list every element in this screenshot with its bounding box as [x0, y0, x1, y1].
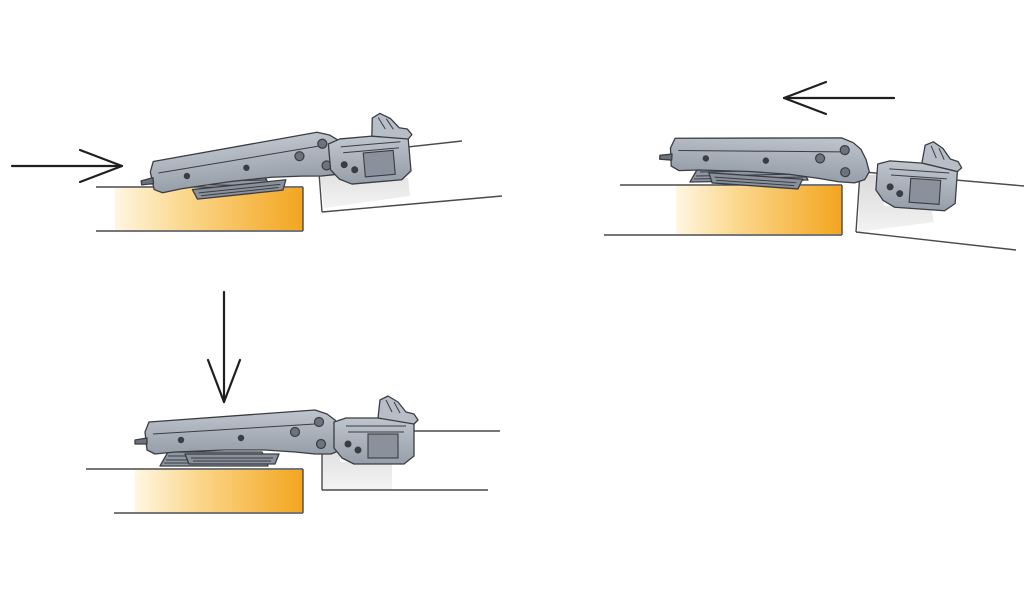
arrow-down-icon — [206, 290, 242, 404]
cabinet-side-panel — [115, 188, 303, 230]
hinge-cup — [325, 110, 417, 187]
hinge-cup — [874, 137, 964, 213]
panel-step-3 — [604, 80, 1025, 251]
hinge-arm — [657, 124, 873, 195]
arrow-right-icon — [10, 148, 124, 184]
arrow-left-icon — [782, 80, 896, 116]
cabinet-side-panel — [676, 186, 842, 234]
panel-step-2 — [86, 290, 500, 514]
hinge-cup — [333, 395, 419, 465]
panel-step-1 — [10, 110, 503, 232]
cabinet-side-panel — [135, 470, 303, 512]
